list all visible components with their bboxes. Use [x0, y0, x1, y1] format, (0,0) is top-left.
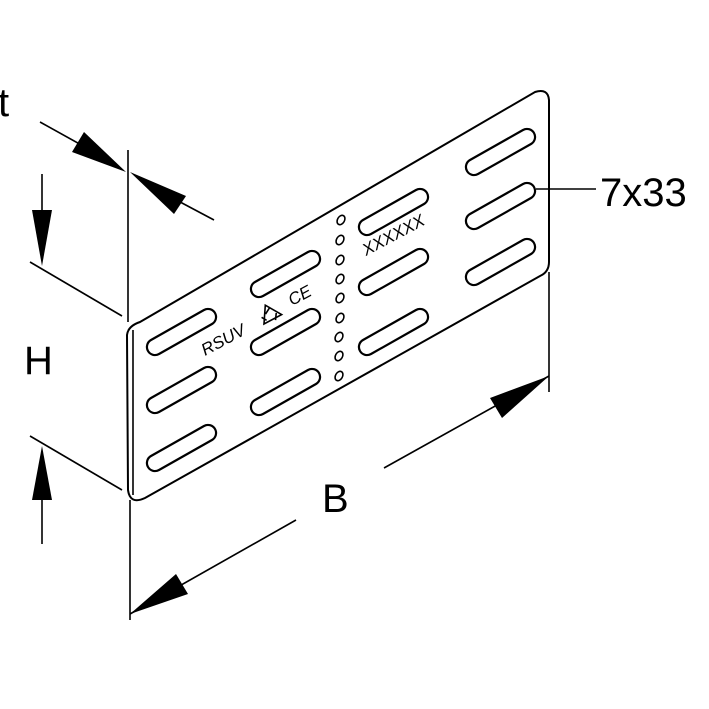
- slot-size-callout: 7x33: [536, 171, 687, 215]
- slot: [145, 365, 218, 415]
- slots-column-1: [145, 307, 218, 473]
- thickness-dimension: t: [0, 81, 215, 322]
- slot: [357, 247, 430, 297]
- width-arrow-right: [490, 376, 549, 418]
- hole: [335, 254, 345, 266]
- slot: [464, 181, 537, 231]
- slot: [145, 307, 218, 357]
- slot: [249, 249, 322, 299]
- ce-mark-text: CE: [285, 281, 315, 309]
- width-dimension: B: [129, 272, 550, 620]
- thickness-label: t: [0, 81, 9, 125]
- slot: [464, 237, 537, 287]
- hole: [334, 370, 344, 382]
- slots-column-2: [249, 249, 322, 417]
- slot: [249, 367, 322, 417]
- width-label: B: [322, 477, 349, 521]
- hole: [336, 214, 346, 226]
- centre-holes: [334, 214, 346, 382]
- hole: [335, 312, 345, 324]
- height-label: H: [24, 339, 53, 383]
- slot: [249, 307, 322, 357]
- slot: [145, 423, 218, 473]
- slots-column-4: [464, 127, 537, 287]
- plate-outline: [125, 90, 550, 502]
- hole: [335, 273, 345, 285]
- hole: [334, 350, 344, 362]
- slot-size-label: 7x33: [600, 171, 687, 215]
- recycle-icon: [261, 303, 284, 326]
- hole: [334, 331, 344, 343]
- slot: [357, 307, 430, 357]
- height-arrow-top: [32, 210, 52, 266]
- height-dimension: H: [24, 174, 123, 544]
- width-arrow-left: [130, 574, 188, 614]
- hole: [335, 292, 345, 304]
- slots-column-3: [357, 187, 430, 357]
- height-arrow-bottom: [32, 446, 52, 500]
- hole: [335, 234, 345, 246]
- thickness-arrow-left: [72, 132, 126, 172]
- slot: [357, 187, 430, 237]
- slot: [464, 127, 537, 177]
- thickness-arrow-right: [130, 172, 186, 214]
